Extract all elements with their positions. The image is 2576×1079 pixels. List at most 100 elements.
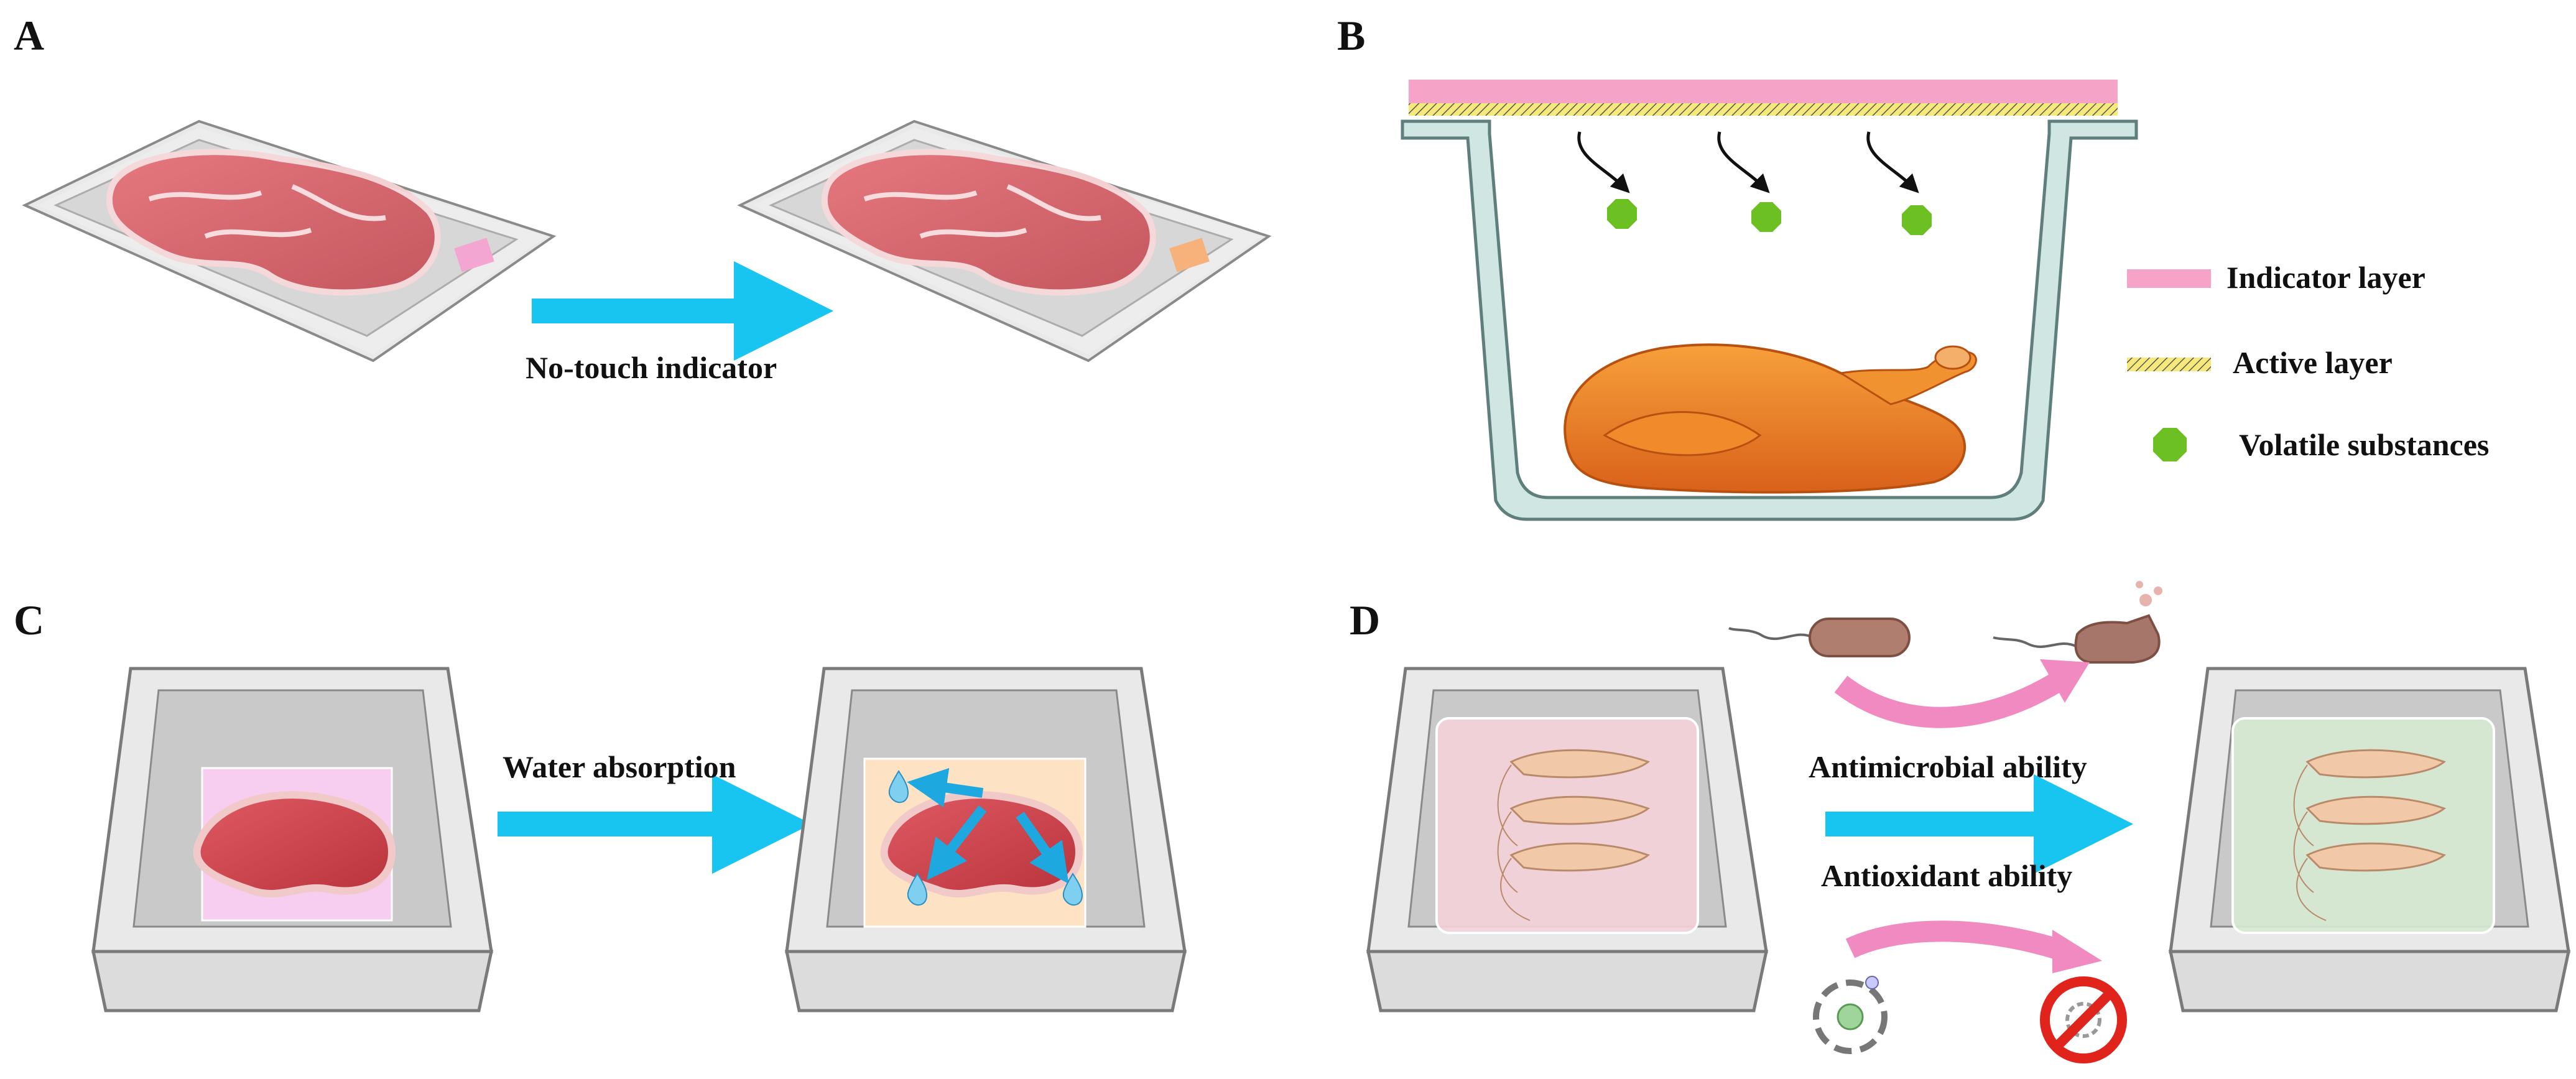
legend-label-active-layer: Active layer bbox=[2233, 345, 2393, 380]
package-container bbox=[1401, 119, 2138, 521]
debris-dot bbox=[2154, 586, 2162, 595]
debris-dot bbox=[2136, 581, 2143, 588]
panel-b-legend: Indicator layer Active layer Volatile su… bbox=[2127, 260, 2489, 462]
volatile-arrow bbox=[1577, 131, 1630, 193]
packaging-film-before bbox=[1435, 717, 1699, 934]
meat-steak bbox=[821, 149, 1156, 296]
bacterium-icon bbox=[1809, 618, 1911, 657]
absorbent-tray-after bbox=[784, 667, 1187, 1012]
no-radical-icon bbox=[2040, 976, 2127, 1063]
bacterium-flagellum bbox=[1993, 636, 2078, 648]
water-flow-arrows bbox=[907, 767, 1069, 884]
panel-a: A No-touch indicator bbox=[14, 12, 1272, 385]
panel-d-caption-antimicrobial: Antimicrobial ability bbox=[1809, 749, 2087, 784]
volatile-octagon bbox=[1751, 202, 1781, 232]
bacterium-lysed bbox=[1993, 581, 2162, 664]
meat-marbling bbox=[148, 184, 386, 239]
meat-marbling bbox=[863, 184, 1101, 239]
shrimp-antenna bbox=[1497, 764, 1518, 846]
water-drop-icon bbox=[907, 873, 928, 906]
tray-base bbox=[2168, 950, 2571, 1012]
volatile-substances bbox=[1607, 199, 1932, 235]
indicator-label-fresh bbox=[454, 238, 494, 272]
volatile-arrow bbox=[1717, 131, 1770, 193]
curved-arrow-antioxidant bbox=[1845, 920, 2069, 962]
shrimp-antenna bbox=[2296, 858, 2327, 921]
panel-b-letter: B bbox=[1337, 12, 1365, 59]
curved-arrow-antioxidant-head bbox=[2052, 930, 2102, 973]
shrimp-icon bbox=[1509, 842, 1650, 872]
panel-d-caption-antioxidant: Antioxidant ability bbox=[1821, 858, 2072, 893]
shrimp-antennae bbox=[1497, 764, 1531, 921]
shrimp-group bbox=[2305, 749, 2446, 872]
volatile-release-arrows bbox=[1577, 131, 1919, 193]
absorbent-tray-before bbox=[91, 667, 494, 1012]
shrimp-antenna bbox=[2293, 764, 2314, 846]
shrimp-icon bbox=[1509, 795, 1650, 825]
legend-swatch-volatile-substances bbox=[2153, 428, 2187, 461]
legend-swatch-indicator-layer bbox=[2127, 269, 2211, 288]
debris-dot bbox=[2139, 594, 2152, 606]
meat-steak bbox=[106, 149, 441, 296]
meat-tray-fresh bbox=[22, 119, 557, 363]
panel-d: D bbox=[1350, 581, 2571, 1063]
tray-film-sheen bbox=[753, 127, 1263, 354]
legend-swatch-active-layer bbox=[2127, 358, 2211, 371]
water-arrow bbox=[1016, 812, 1069, 884]
volatile-octagon bbox=[1902, 205, 1932, 235]
shrimp-tray-before bbox=[1366, 667, 1769, 1012]
curved-arrow-antimicrobial-head bbox=[2040, 659, 2090, 703]
shrimp-antenna bbox=[1500, 858, 1531, 921]
packaging-film-after bbox=[2231, 717, 2495, 934]
active-layer-bar bbox=[1409, 103, 2118, 116]
chicken-wing bbox=[1603, 411, 1762, 456]
legend-label-indicator-layer: Indicator layer bbox=[2226, 260, 2425, 295]
legend-label-volatile-substances: Volatile substances bbox=[2239, 427, 2489, 462]
bacterium-flagellum bbox=[1728, 627, 1814, 641]
panel-b: B Indicator layer Active layer Vol bbox=[1337, 12, 2489, 521]
shrimp-tray-after bbox=[2168, 667, 2571, 1012]
radical-core bbox=[1837, 1003, 1864, 1030]
no-sign-slash bbox=[2052, 988, 2115, 1052]
water-drop-icon bbox=[888, 770, 909, 803]
shrimp-antennae bbox=[2293, 764, 2327, 921]
bacterium-intact bbox=[1728, 618, 1911, 657]
radical-orbit bbox=[1813, 979, 1888, 1054]
tray-base bbox=[1366, 950, 1769, 1012]
panel-d-letter: D bbox=[1350, 596, 1380, 644]
bacterium-damaged-icon bbox=[2074, 614, 2161, 664]
curved-arrow-antimicrobial bbox=[1834, 672, 2064, 728]
panel-c-letter: C bbox=[14, 596, 44, 644]
shrimp-group bbox=[1509, 749, 1650, 872]
panel-a-arrow-caption: No-touch indicator bbox=[526, 350, 777, 385]
panel-c-arrow-caption: Water absorption bbox=[503, 749, 736, 784]
shrimp-antenna bbox=[2293, 811, 2314, 893]
meat-tray-spoiled bbox=[737, 119, 1272, 363]
neutralized-radical bbox=[2065, 1002, 2101, 1038]
radical-electron bbox=[1865, 976, 1879, 989]
water-arrow bbox=[927, 805, 987, 881]
chicken-drumstick-tip bbox=[1934, 345, 1971, 370]
shrimp-icon bbox=[2305, 842, 2446, 872]
water-arrow bbox=[907, 767, 984, 808]
indicator-layer-bar bbox=[1409, 80, 2118, 103]
water-droplets bbox=[888, 770, 1083, 906]
panel-a-letter: A bbox=[14, 12, 44, 59]
shrimp-icon bbox=[1509, 749, 1650, 779]
free-radical-icon bbox=[1813, 976, 1888, 1054]
meat-steak bbox=[193, 791, 396, 897]
water-drop-icon bbox=[1062, 873, 1083, 906]
chicken-body bbox=[1564, 343, 1967, 494]
tray-film-sheen bbox=[37, 127, 547, 354]
volatile-arrow bbox=[1866, 131, 1919, 193]
roast-chicken bbox=[1564, 343, 1977, 494]
shrimp-antenna bbox=[1497, 811, 1518, 893]
cell-debris bbox=[2136, 581, 2162, 606]
tray-base bbox=[784, 950, 1187, 1012]
panel-c: C Water absorption bbox=[14, 596, 1187, 1012]
indicator-label-spoiled bbox=[1169, 238, 1210, 272]
shrimp-icon bbox=[2305, 795, 2446, 825]
shrimp-icon bbox=[2305, 749, 2446, 779]
volatile-octagon bbox=[1607, 199, 1637, 229]
